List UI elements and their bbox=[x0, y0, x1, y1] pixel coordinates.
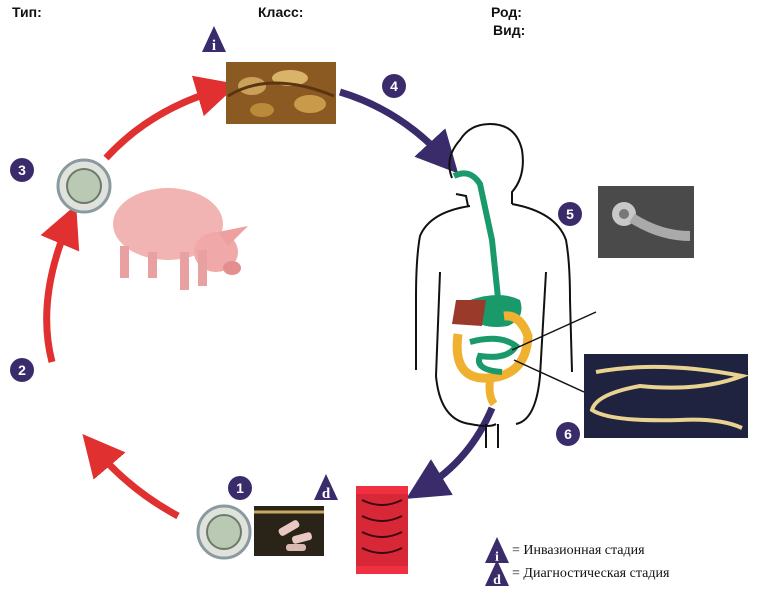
infective-marker-top: i bbox=[202, 26, 226, 54]
svg-text:i: i bbox=[212, 38, 216, 54]
stage-5-badge: 5 bbox=[558, 202, 582, 226]
stage-1-badge: 1 bbox=[228, 476, 252, 500]
arrow-human-to-proglottid bbox=[406, 406, 496, 499]
legend-diagnostic-icon: d bbox=[485, 560, 509, 588]
stage-3-badge: 3 bbox=[10, 158, 34, 182]
human-silhouette bbox=[415, 122, 573, 448]
scolex-image bbox=[598, 186, 694, 258]
egg-image-stage-1 bbox=[196, 504, 252, 560]
svg-text:d: d bbox=[493, 573, 501, 588]
genus-label: Род: bbox=[491, 4, 522, 20]
stage-2-badge: 2 bbox=[10, 358, 34, 382]
arrow-egg-to-ground bbox=[82, 434, 180, 520]
diagnostic-marker-top: d bbox=[314, 474, 338, 502]
egg-image-stage-3 bbox=[56, 158, 112, 214]
legend-diagnostic-text: = Диагностическая стадия bbox=[512, 566, 670, 581]
stage-4-badge: 4 bbox=[382, 74, 406, 98]
adult-tapeworm-image bbox=[584, 354, 750, 438]
proglottids-image bbox=[254, 506, 324, 556]
arrow-pig-to-meat bbox=[103, 75, 239, 161]
legend-infective-text: = Инвазионная стадия bbox=[512, 543, 645, 558]
infected-pork-image bbox=[226, 62, 336, 124]
arrow-meat-to-human bbox=[338, 88, 459, 174]
digestive-system bbox=[452, 170, 597, 407]
legend-infective-icon: i bbox=[485, 537, 509, 565]
species-label: Вид: bbox=[493, 22, 526, 38]
pig-image bbox=[113, 188, 248, 290]
stained-proglottid-image bbox=[356, 486, 408, 574]
svg-text:d: d bbox=[322, 486, 331, 502]
stage-6-badge: 6 bbox=[556, 422, 580, 446]
class-label: Класс: bbox=[258, 4, 304, 20]
type-label: Тип: bbox=[12, 4, 42, 20]
svg-text:i: i bbox=[495, 550, 499, 565]
arrow-ground-to-pig bbox=[40, 204, 80, 363]
